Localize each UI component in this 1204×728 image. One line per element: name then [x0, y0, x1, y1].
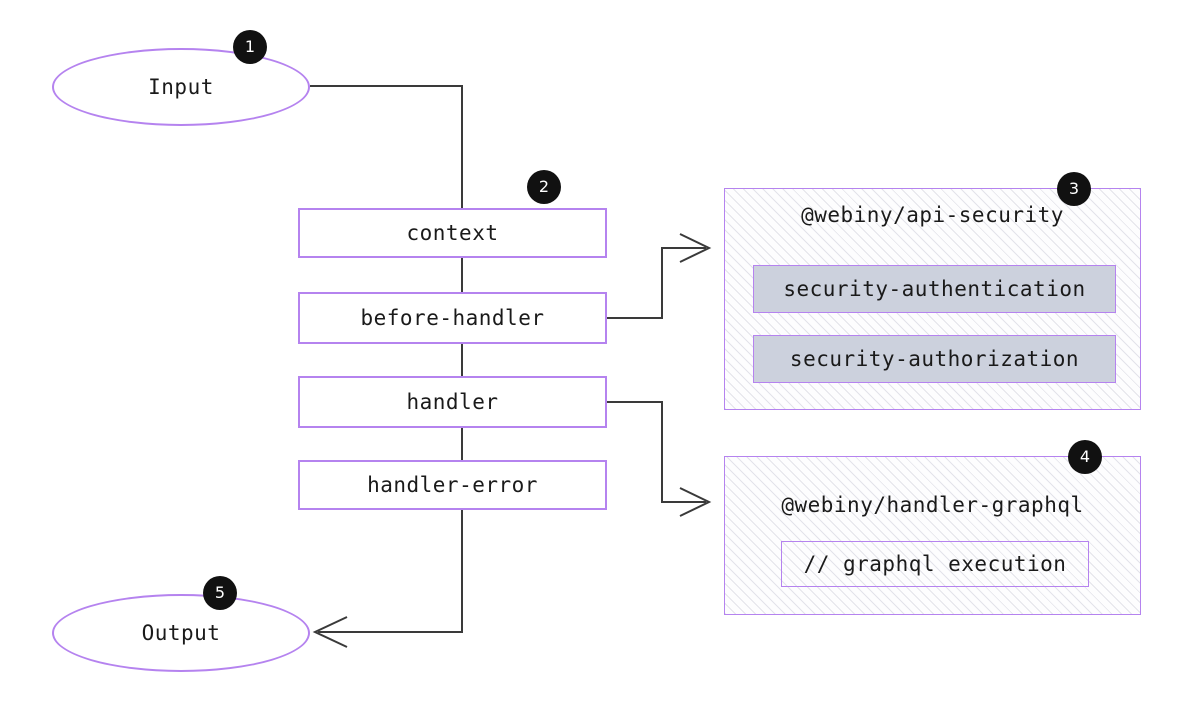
badge-5: 5 [203, 576, 237, 610]
node-handler-label: handler [406, 390, 499, 414]
badge-4: 4 [1068, 440, 1102, 474]
wire-spine-to-output [318, 510, 463, 633]
arrowhead-api-security [679, 233, 712, 263]
node-security-authentication[interactable]: security-authentication [753, 265, 1116, 313]
node-graphql-execution[interactable]: // graphql execution [781, 541, 1089, 587]
wire-beforehandler-to-api-security [607, 247, 706, 319]
badge-3: 3 [1057, 172, 1091, 206]
panel-handler-graphql[interactable]: @webiny/handler-graphql // graphql execu… [724, 456, 1141, 615]
node-handler[interactable]: handler [298, 376, 607, 428]
node-context[interactable]: context [298, 208, 607, 258]
node-input-label: Input [148, 75, 214, 99]
node-output[interactable]: Output [52, 594, 310, 672]
wire-handler-to-handler-graphql [607, 401, 706, 503]
arrowhead-output [312, 616, 348, 648]
badge-1: 1 [233, 30, 267, 64]
node-security-authentication-label: security-authentication [783, 277, 1086, 301]
node-before-handler[interactable]: before-handler [298, 292, 607, 344]
node-output-label: Output [141, 621, 221, 645]
panel-api-security[interactable]: @webiny/api-security security-authentica… [724, 188, 1141, 410]
panel-api-security-title: @webiny/api-security [801, 203, 1064, 227]
node-security-authorization-label: security-authorization [789, 347, 1080, 371]
panel-handler-graphql-title: @webiny/handler-graphql [781, 493, 1084, 517]
node-security-authorization[interactable]: security-authorization [753, 335, 1116, 383]
node-context-label: context [406, 221, 499, 245]
badge-2: 2 [527, 170, 561, 204]
node-input[interactable]: Input [52, 48, 310, 126]
node-graphql-execution-label: // graphql execution [803, 552, 1067, 576]
node-handler-error[interactable]: handler-error [298, 460, 607, 510]
arrowhead-handler-graphql [679, 487, 712, 517]
node-handler-error-label: handler-error [367, 473, 538, 497]
wire-input-to-pipeline [310, 85, 463, 208]
node-before-handler-label: before-handler [360, 306, 545, 330]
